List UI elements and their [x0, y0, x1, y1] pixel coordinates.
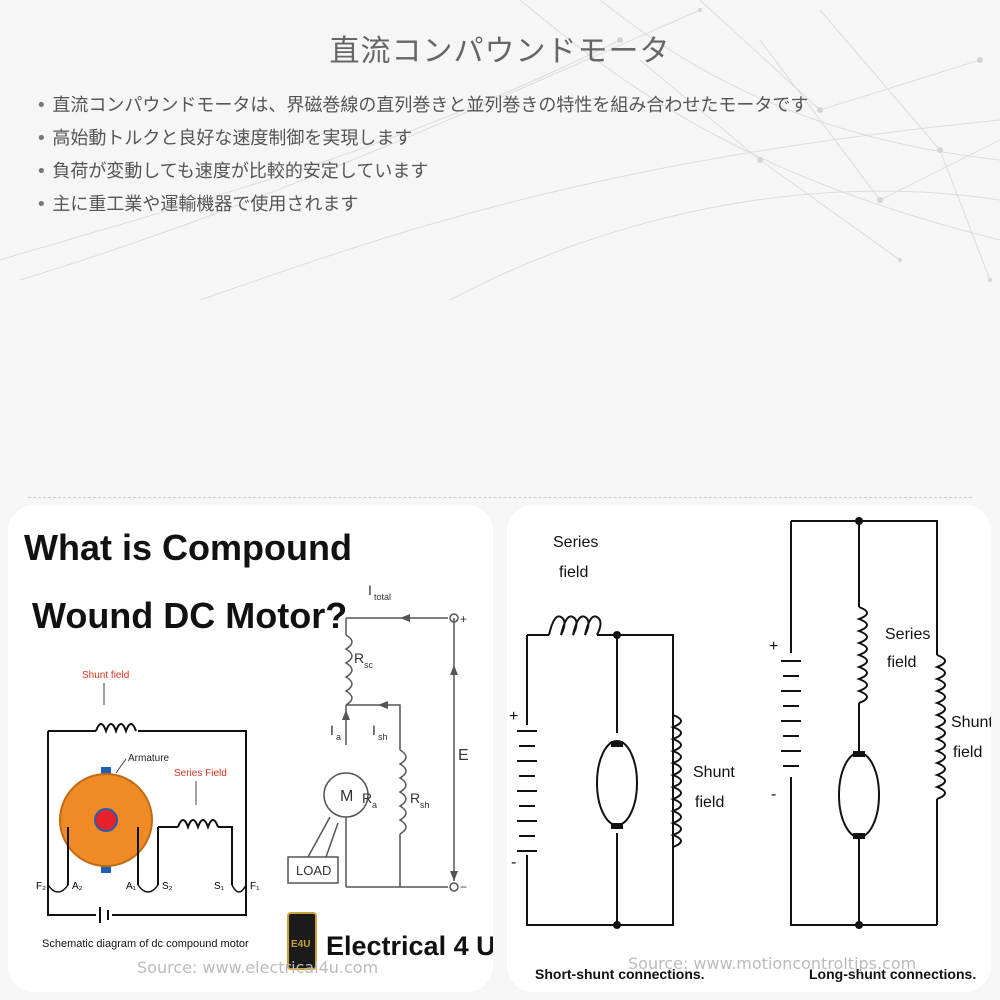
short-shunt-field-label: Shunt [693, 764, 735, 781]
long-shunt-field-label: Shunt [951, 714, 991, 731]
long-shunt-caption: Long-shunt connections. [809, 966, 976, 982]
divider [28, 497, 972, 498]
bullet-item: 直流コンパウンドモータは、界磁巻線の直列巻きと並列巻きの特性を組み合わせたモータ… [36, 92, 808, 125]
minus-terminal: − [460, 880, 467, 894]
equivalent-circuit [307, 613, 459, 892]
bullet-item: 主に重工業や運輸機器で使用されます [36, 191, 808, 224]
i-total-label: I [368, 582, 372, 598]
svg-text:total: total [374, 592, 391, 602]
bullet-item: 負荷が変動しても速度が比較的安定しています [36, 158, 808, 191]
r-sh-label: R [410, 790, 420, 806]
terminal-label: A₁ [126, 881, 137, 892]
voltage-e-label: E [458, 747, 469, 764]
armature-label: Armature [128, 753, 170, 764]
slide-title: 直流コンパウンドモータ [329, 34, 671, 69]
svg-text:sc: sc [364, 660, 374, 670]
source-left: Source: www.electrical4u.com [137, 958, 379, 977]
short-shunt-caption: Short-shunt connections. [535, 966, 705, 982]
svg-text:field: field [559, 564, 588, 581]
svg-text:sh: sh [378, 732, 388, 742]
source-right: Source: www.motioncontroltips.com [628, 954, 917, 973]
terminal-label: S₂ [162, 881, 173, 892]
svg-text:a: a [336, 732, 341, 742]
load-label: LOAD [296, 863, 331, 878]
compound-motor-image-left: What is Compound Wound DC Motor? Shunt f… [8, 505, 493, 992]
short-long-shunt-diagrams: Series field Shunt field + - Short-shunt… [509, 517, 991, 982]
bullet-list: 直流コンパウンドモータは、界磁巻線の直列巻きと並列巻きの特性を組み合わせたモータ… [36, 92, 808, 224]
long-plus-sign: + [769, 638, 778, 655]
compound-motor-diagram-left: What is Compound Wound DC Motor? Shunt f… [24, 527, 493, 970]
brand-logo [287, 912, 317, 970]
svg-text:sh: sh [420, 800, 430, 810]
short-minus-sign: - [511, 854, 516, 871]
terminal-label: F₂ [36, 881, 46, 892]
short-plus-sign: + [509, 708, 518, 725]
brand-logo-text: E4U [291, 939, 310, 950]
svg-text:field: field [695, 794, 724, 811]
long-minus-sign: - [771, 786, 776, 803]
schematic-caption: Schematic diagram of dc compound motor [42, 938, 249, 950]
svg-text:field: field [953, 744, 982, 761]
heading-line-1: What is Compound [24, 527, 352, 568]
terminal-label: S₁ [214, 881, 225, 892]
terminal-label: F₁ [250, 881, 260, 892]
r-a-label: R [362, 790, 372, 806]
short-shunt-diagram [526, 615, 682, 926]
bullet-item: 高始動トルクと良好な速度制御を実現します [36, 125, 808, 158]
compound-motor-image-right: Series field Shunt field + - Short-shunt… [507, 505, 991, 992]
short-series-field-label: Series [553, 534, 598, 551]
terminal-label: A₂ [72, 881, 83, 892]
long-series-field-label: Series [885, 626, 930, 643]
svg-text:a: a [372, 800, 377, 810]
shunt-field-label: Shunt field [82, 670, 129, 681]
svg-text:field: field [887, 654, 916, 671]
plus-terminal: + [460, 612, 467, 626]
r-sc-label: R [354, 650, 364, 666]
i-a-label: I [330, 722, 334, 738]
series-field-label: Series Field [174, 768, 227, 779]
long-shunt-diagram [790, 520, 946, 926]
brand-name: Electrical 4 U [326, 931, 493, 961]
heading-line-2: Wound DC Motor? [32, 595, 347, 636]
motor-label: M [340, 788, 353, 805]
schematic-diagram: Shunt field Armature Series Field F₂ A₂ … [36, 670, 260, 950]
i-sh-label: I [372, 722, 376, 738]
